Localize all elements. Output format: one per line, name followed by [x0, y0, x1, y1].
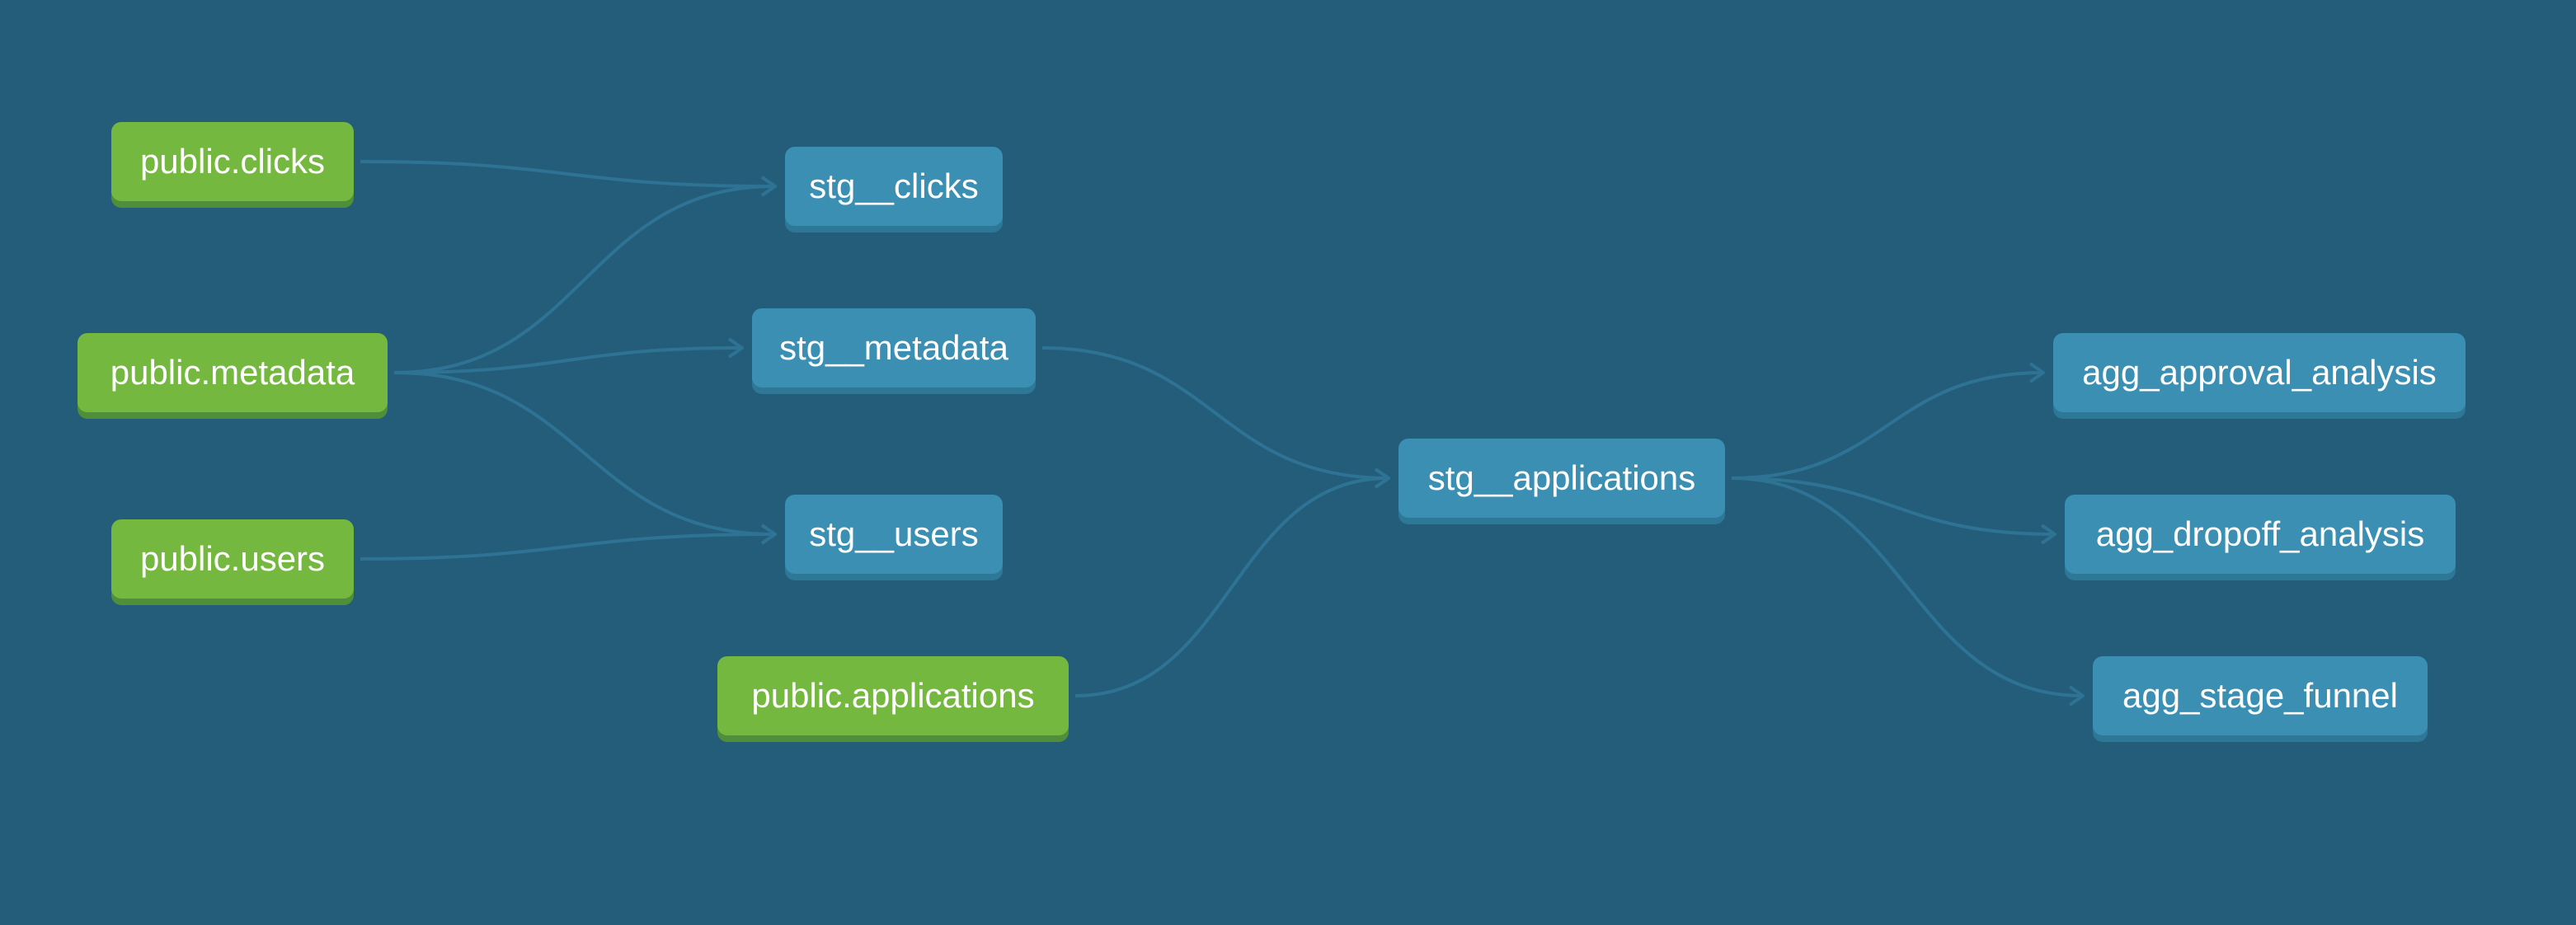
node-public-applications[interactable]: public.applications	[717, 656, 1069, 735]
node-public-users[interactable]: public.users	[111, 519, 354, 599]
node-agg-stage-funnel[interactable]: agg_stage_funnel	[2093, 656, 2428, 735]
node-stg-clicks[interactable]: stg__clicks	[785, 147, 1003, 226]
arrowhead-icon	[760, 524, 777, 545]
arrowhead-icon	[2028, 362, 2045, 383]
arrowhead-icon	[760, 176, 777, 197]
arrowhead-icon	[1374, 467, 1390, 489]
edge-stg_applications-to-agg_approval_analysis	[1731, 371, 2044, 480]
edge-stg_applications-to-agg_stage_funnel	[1731, 477, 2084, 697]
edge-public_users-to-stg_users	[360, 533, 776, 561]
node-stg-applications[interactable]: stg__applications	[1398, 439, 1725, 518]
edge-public_applications-to-stg_applications	[1074, 477, 1389, 697]
node-stg-users[interactable]: stg__users	[785, 495, 1003, 574]
node-public-clicks[interactable]: public.clicks	[111, 122, 354, 201]
edge-public_clicks-to-stg_clicks	[360, 160, 776, 188]
node-stg-metadata[interactable]: stg__metadata	[752, 308, 1036, 387]
node-agg-approval-analysis[interactable]: agg_approval_analysis	[2053, 333, 2466, 412]
edge-public_metadata-to-stg_users	[393, 371, 776, 536]
edge-public_metadata-to-stg_metadata	[393, 346, 743, 374]
arrowhead-icon	[727, 337, 744, 359]
edge-stg_metadata-to-stg_applications	[1041, 346, 1389, 480]
node-public-metadata[interactable]: public.metadata	[78, 333, 388, 412]
node-agg-dropoff-analysis[interactable]: agg_dropoff_analysis	[2065, 495, 2456, 574]
edge-public_metadata-to-stg_clicks	[393, 185, 776, 374]
arrowhead-icon	[2068, 685, 2085, 707]
arrowhead-icon	[2040, 524, 2057, 545]
edge-stg_applications-to-agg_dropoff_analysis	[1731, 477, 2056, 536]
